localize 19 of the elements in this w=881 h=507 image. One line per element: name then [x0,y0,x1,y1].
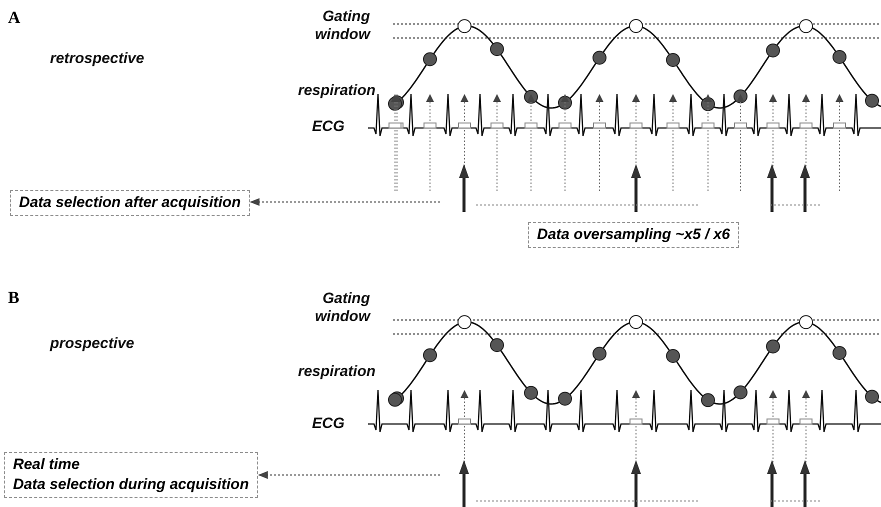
arrow [258,471,440,479]
axis-label: Gating window [314,8,370,44]
axis-label: respiration [298,82,376,100]
box-text: Data oversampling ~x5 / x6 [537,225,730,245]
box-text: Data selection during acquisition [13,475,249,495]
axis-label: retrospective [50,50,144,68]
text-box [10,190,250,216]
axis-label: ECG [312,118,345,136]
panel-letter: B [8,288,20,308]
axis-label: ECG [312,415,345,433]
text-box [528,222,740,248]
arrow [250,198,440,206]
text-box [4,452,258,498]
axis-label: respiration [298,363,376,381]
box-text: Data selection after acquisition [19,193,241,213]
panel-letter: A [8,8,20,28]
axis-label: Gating window [314,290,370,326]
box-text: Real time [13,455,81,475]
axis-label: prospective [50,335,134,353]
